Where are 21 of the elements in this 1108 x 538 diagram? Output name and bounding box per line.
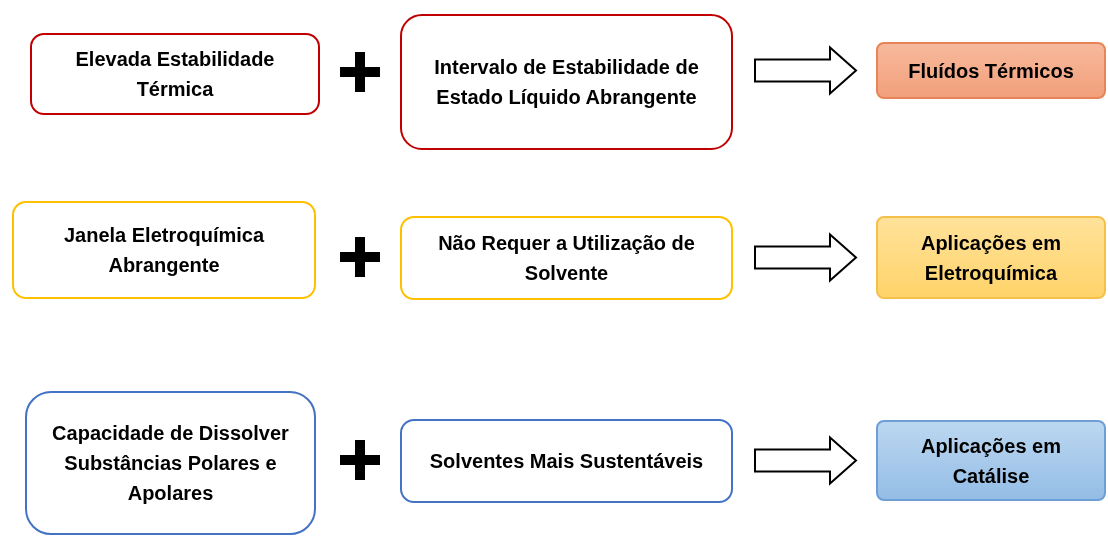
property-box — [12, 201, 316, 299]
node-text: Fluídos Térmicos — [907, 58, 1075, 84]
application-box — [876, 42, 1106, 99]
node-text: Aplicações em Eletroquímica — [919, 230, 1063, 286]
node-text: Intervalo de Estabilidade de Estado Líquido Abrangente — [433, 55, 700, 110]
property-box — [400, 216, 733, 300]
property-box — [30, 33, 320, 115]
node-text: Elevada Estabilidade Térmica — [74, 47, 276, 102]
block-arrow — [754, 435, 858, 486]
application-box — [876, 420, 1106, 501]
property-box — [400, 14, 733, 150]
block-arrow — [754, 45, 858, 96]
block-arrow — [754, 232, 858, 283]
node-text: Janela Eletroquímica Abrangente — [62, 223, 266, 278]
node-text: Aplicações em Catálise — [919, 433, 1063, 489]
property-box — [25, 391, 316, 535]
node-text: Não Requer a Utilização de Solvente — [437, 231, 696, 286]
property-box — [400, 419, 733, 503]
node-text: Solventes Mais Sustentáveis — [428, 449, 705, 474]
application-box — [876, 216, 1106, 299]
node-text: Capacidade de Dissolver Substâncias Polares e Apolares — [51, 421, 290, 506]
